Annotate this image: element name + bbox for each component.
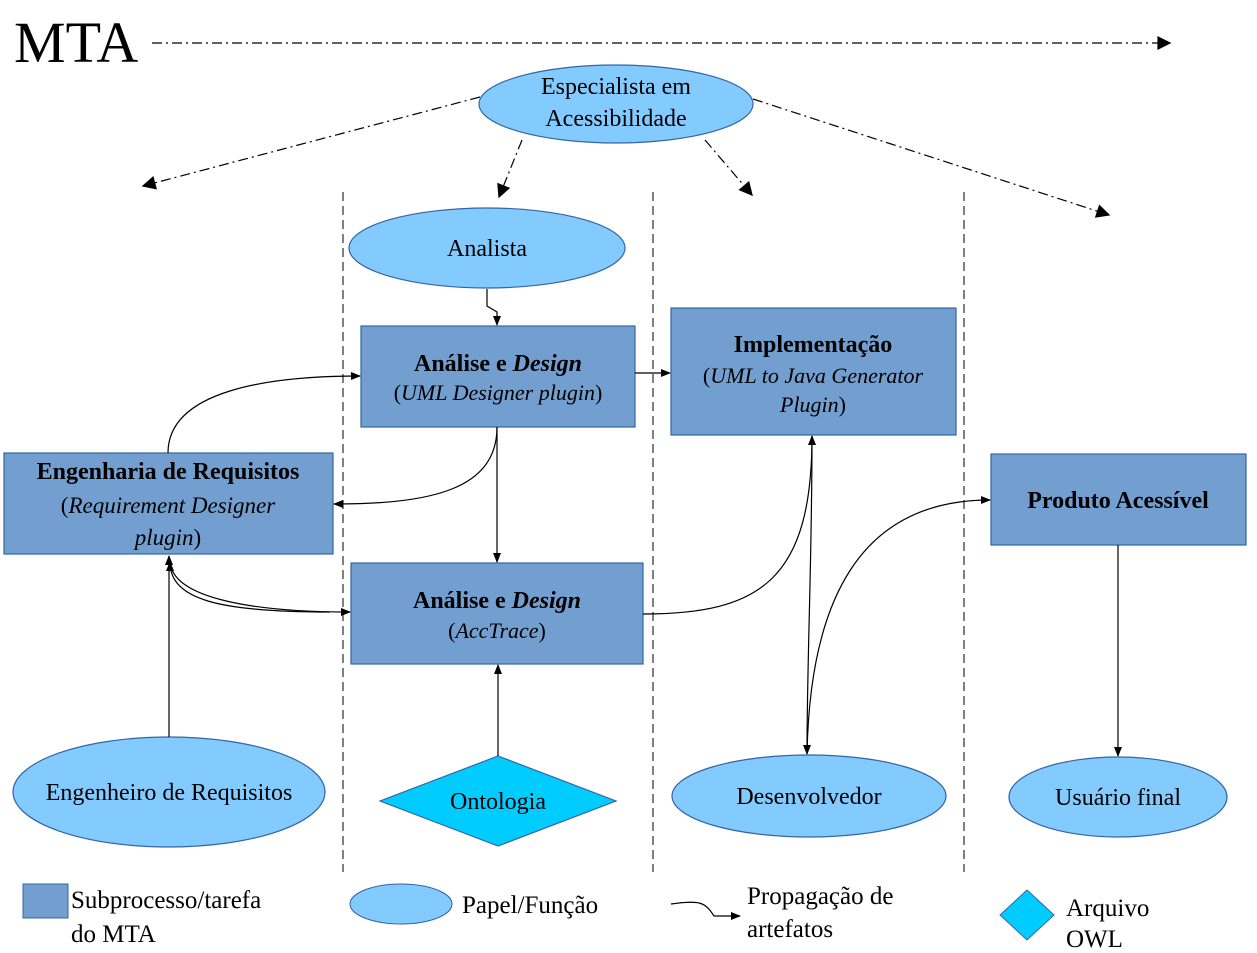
arrow-acctrace-engenharia <box>166 561 331 613</box>
process-engenharia: Engenharia de Requisitos (Requirement De… <box>3 452 334 555</box>
legend-subprocess-label-2: do MTA <box>71 921 156 948</box>
arrow-analise-to-engenharia <box>333 426 498 508</box>
analise-acc-sub-close: ) <box>539 618 546 643</box>
analise-uml-title: Análise e <box>414 351 513 377</box>
process-implementacao: Implementação (UML to Java Generator Plu… <box>670 307 957 436</box>
role-usuario: Usuário final <box>1008 756 1228 838</box>
analise-acc-title: Análise e <box>413 588 512 614</box>
implementacao-sub2-close: ) <box>839 392 846 417</box>
legend-role-label: Papel/Função <box>462 892 598 919</box>
role-desenvolvedor: Desenvolvedor <box>671 754 947 838</box>
legend-owl-label-2: OWL <box>1066 926 1123 953</box>
especialista-label-2: Acessibilidade <box>545 106 686 132</box>
especialista-propagation-arrows <box>141 96 1111 218</box>
legend-owl-swatch <box>999 889 1055 941</box>
analise-uml-title-em: Design <box>512 351 582 377</box>
process-produto: Produto Acessível <box>990 453 1247 546</box>
analista-label: Analista <box>447 236 527 262</box>
legend: Subprocesso/tarefa do MTA Papel/Função P… <box>22 883 1149 953</box>
usuario-label: Usuário final <box>1055 785 1181 811</box>
svg-text:Plugin): Plugin) <box>779 392 846 417</box>
legend-role-swatch <box>349 883 453 925</box>
engenharia-sub2-close: ) <box>194 525 202 550</box>
arrow-desenvolvedor-to-produto <box>806 496 991 755</box>
arrow-acctrace-to-implementacao <box>642 435 816 615</box>
ontologia-label: Ontologia <box>450 789 546 815</box>
legend-propagation-label-2: artefatos <box>747 916 833 943</box>
arrow-implementacao-to-desenvolvedor <box>803 435 813 755</box>
implementacao-sub1: UML to Java Generator <box>710 363 923 388</box>
flow-arrows <box>165 289 1122 757</box>
svg-text:Análise e Design: Análise e Design <box>414 351 582 377</box>
arrow-engenharia-to-analise <box>167 372 361 454</box>
analise-uml-sub-close: ) <box>595 380 602 405</box>
svg-text:(UML to Java Generator: (UML to Java Generator <box>703 363 924 388</box>
produto-title: Produto Acessível <box>1027 488 1209 514</box>
engenharia-sub1: Requirement Designer <box>67 493 276 518</box>
artifact-ontologia: Ontologia <box>378 755 618 847</box>
engenharia-sub2: plugin <box>133 525 194 550</box>
desenvolvedor-label: Desenvolvedor <box>736 784 881 810</box>
svg-text:(AccTrace): (AccTrace) <box>448 618 546 643</box>
engenheiro-label: Engenheiro de Requisitos <box>46 780 293 806</box>
legend-propagation-arrow <box>670 901 741 920</box>
engenharia-title: Engenharia de Requisitos <box>37 459 300 485</box>
analise-uml-sub-open: ( <box>394 380 401 405</box>
implementacao-sub1-open: ( <box>703 363 710 388</box>
legend-subprocess-swatch <box>22 883 69 919</box>
svg-text:plugin): plugin) <box>133 525 201 550</box>
implementacao-title: Implementação <box>734 332 893 358</box>
implementacao-sub2: Plugin <box>779 392 839 417</box>
process-analise-acc: Análise e Design (AccTrace) <box>350 562 644 665</box>
analise-acc-sub-open: ( <box>448 618 455 643</box>
role-engenheiro: Engenheiro de Requisitos <box>12 736 326 848</box>
analise-acc-sub: AccTrace <box>453 618 538 643</box>
analise-uml-sub: UML Designer plugin <box>401 380 595 405</box>
arrow-analista-to-analise <box>486 289 501 326</box>
legend-owl-label-1: Arquivo <box>1066 895 1149 922</box>
role-analista: Analista <box>348 207 626 289</box>
especialista-label-1: Especialista em <box>541 74 691 100</box>
role-especialista: Especialista em Acessibilidade <box>478 64 754 144</box>
legend-subprocess-label-1: Subprocesso/tarefa <box>71 887 261 914</box>
analise-acc-title-em: Design <box>511 588 581 614</box>
arrow-engenharia-acctrace <box>169 559 351 616</box>
svg-text:Análise e Design: Análise e Design <box>413 588 581 614</box>
svg-text:(Requirement Designer: (Requirement Designer <box>61 493 276 518</box>
diagram-title: MTA <box>14 10 138 75</box>
process-analise-uml: Análise e Design (UML Designer plugin) <box>360 325 636 428</box>
svg-text:(UML Designer plugin): (UML Designer plugin) <box>394 380 603 405</box>
legend-propagation-label-1: Propagação de <box>747 883 893 910</box>
engenharia-sub1-open: ( <box>61 493 69 518</box>
